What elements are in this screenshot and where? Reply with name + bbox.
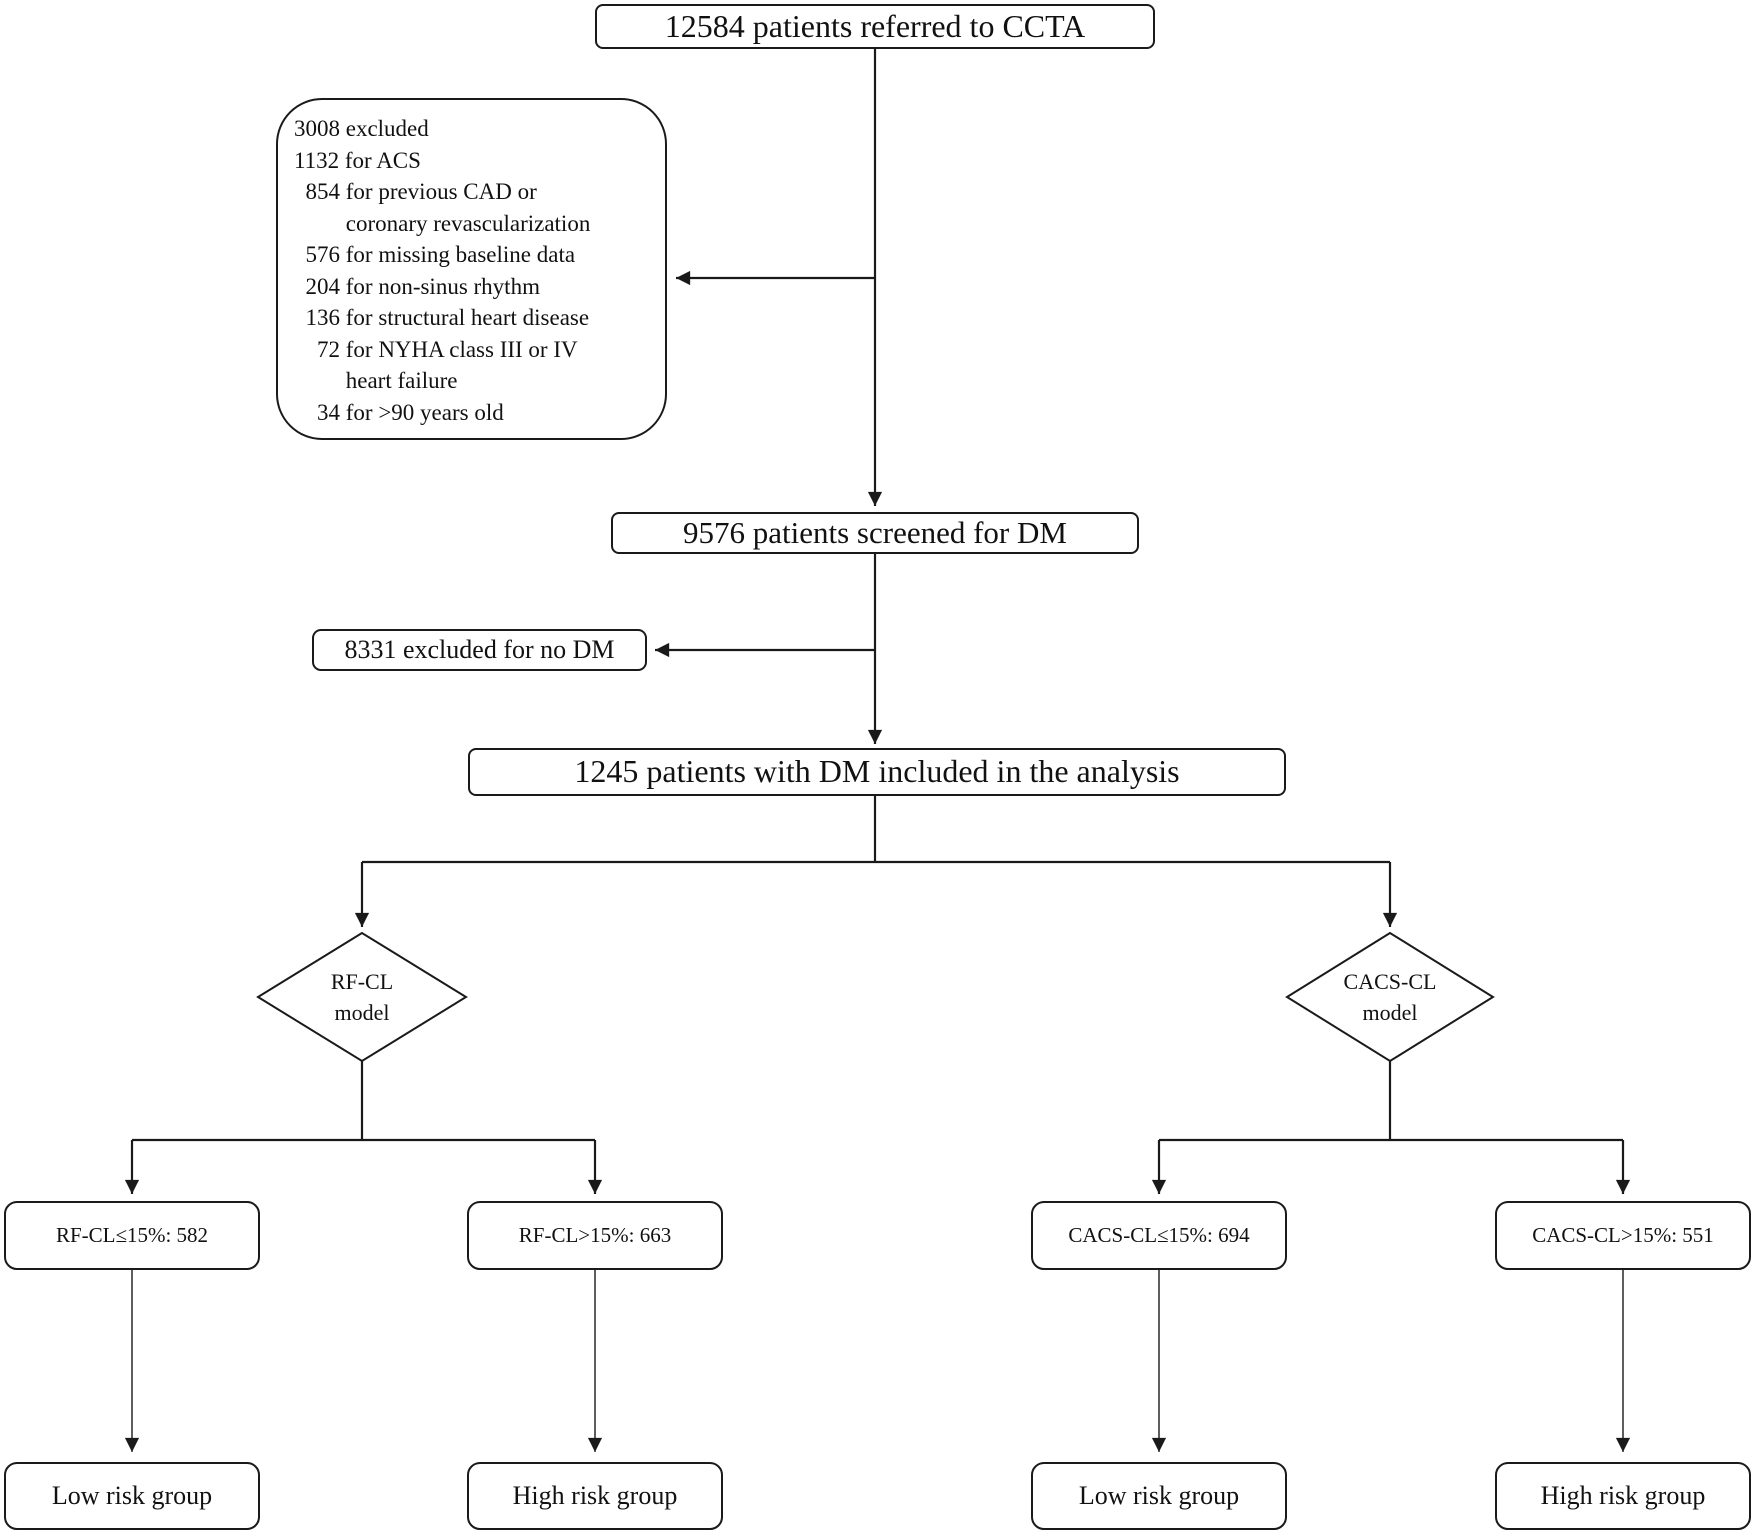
node-rf-cl-low: RF-CL≤15%: 582 (4, 1201, 260, 1270)
node-referred-ccta: 12584 patients referred to CCTA (595, 4, 1155, 49)
node-cacs-high-risk-group: High risk group (1495, 1462, 1751, 1530)
node-rf-low-risk-group: Low risk group (4, 1462, 260, 1530)
node-screened-dm: 9576 patients screened for DM (611, 512, 1139, 554)
node-cacs-low-risk-group: Low risk group (1031, 1462, 1287, 1530)
diamond-rf-cl (256, 931, 468, 1063)
label-cacs-cl-model: CACS-CL model (1343, 969, 1437, 1025)
label-rf-cl-model: RF-CL model (330, 969, 394, 1025)
node-exclusions: 3008 excluded 1132 for ACS 854 for previ… (276, 98, 667, 440)
node-rf-cl-high: RF-CL>15%: 663 (467, 1201, 723, 1270)
node-rf-high-risk-group: High risk group (467, 1462, 723, 1530)
diamond-cacs-cl (1285, 931, 1495, 1063)
node-cacs-cl-low: CACS-CL≤15%: 694 (1031, 1201, 1287, 1270)
node-excluded-no-dm: 8331 excluded for no DM (312, 629, 647, 671)
node-included-analysis: 1245 patients with DM included in the an… (468, 748, 1286, 796)
node-cacs-cl-high: CACS-CL>15%: 551 (1495, 1201, 1751, 1270)
